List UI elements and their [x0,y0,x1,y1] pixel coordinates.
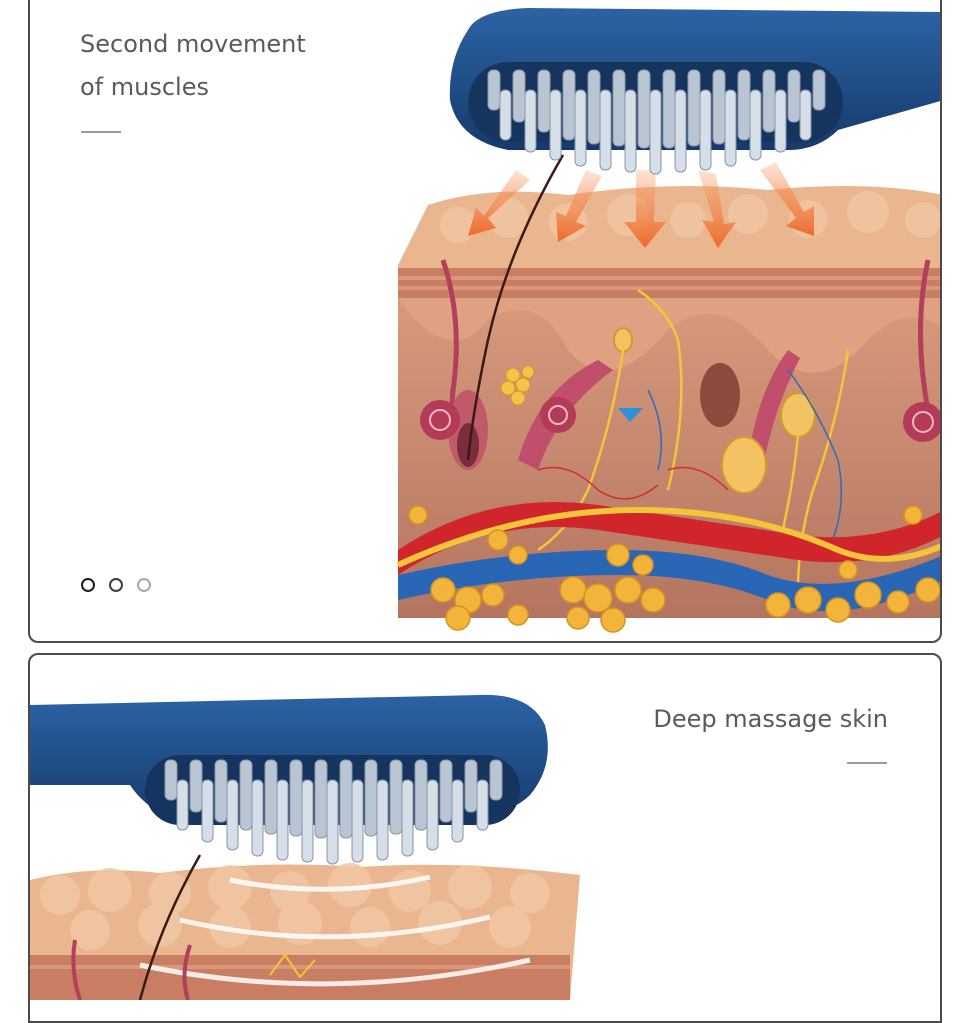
slide-card-massage: Deep massage skin [28,653,942,1023]
slide-card-muscles: Second movement of muscles [28,0,942,643]
slide-caption: Deep massage skin [653,698,888,741]
pager-dot-3[interactable] [137,578,151,592]
hair-follicle-left [420,259,488,470]
massage-brush-device [30,694,548,865]
skin-massage-illustration [30,694,580,1000]
caption-divider [81,131,121,133]
pager-dot-2[interactable] [109,578,123,592]
caption-line-2: of muscles [80,73,209,101]
hair-follicle-right [903,259,940,442]
slide-caption: Second movement of muscles [80,23,306,109]
caption-line-1: Second movement [80,30,306,58]
slide-pager [81,578,151,592]
massage-brush-device [449,8,940,175]
pager-dot-1[interactable] [81,578,95,592]
skin-cross-section-illustration [396,8,940,633]
caption-divider [847,762,887,764]
caption-line-1: Deep massage skin [653,705,888,733]
